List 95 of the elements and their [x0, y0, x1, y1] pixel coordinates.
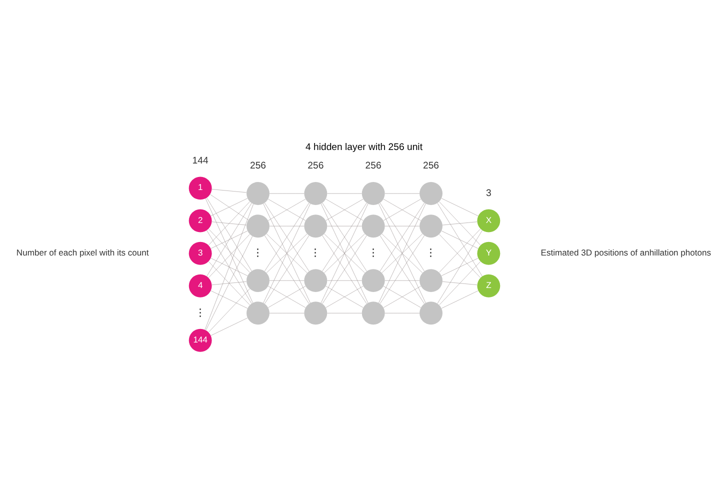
node-circle [420, 182, 442, 205]
node-circle [304, 182, 328, 205]
node-circle: 1 [188, 176, 212, 200]
connector [206, 236, 253, 330]
connector [320, 203, 368, 303]
diagram-title: 4 hidden layer with 256 unit [306, 141, 422, 152]
connector [205, 198, 253, 302]
connector [269, 312, 304, 313]
connector [439, 228, 481, 272]
label: 256 [365, 160, 382, 172]
connector [208, 261, 250, 305]
connector [437, 230, 482, 304]
connector [264, 202, 310, 271]
connector [268, 198, 306, 220]
connector [382, 233, 423, 272]
label: ⋮ [426, 246, 437, 259]
connector [383, 285, 421, 308]
connector [208, 288, 250, 332]
label: 3 [486, 187, 492, 198]
label: Estimated 3D positions of anhillation photons [540, 246, 712, 257]
connector [384, 312, 420, 313]
connector [442, 290, 478, 308]
label: 144 [192, 154, 208, 166]
connector [326, 285, 364, 308]
connector [380, 234, 424, 304]
label: ⋮ [368, 246, 379, 259]
connector [442, 221, 478, 225]
connector [442, 280, 478, 285]
connector [442, 198, 478, 216]
connector [210, 198, 248, 216]
label: 256 [422, 160, 440, 172]
node-circle: Y [477, 241, 500, 264]
node-circle: 4 [188, 274, 212, 297]
connector [322, 234, 367, 304]
node-circle [362, 182, 385, 205]
connector [326, 198, 364, 220]
connector [439, 260, 481, 304]
label: ⋮ [194, 306, 206, 318]
connector [210, 230, 248, 248]
node-circle [246, 214, 270, 238]
node-circle [246, 268, 270, 292]
node-circle [304, 268, 328, 292]
node-circle [362, 268, 385, 292]
node-circle [304, 214, 328, 238]
connector [378, 203, 426, 303]
connector [380, 202, 424, 271]
label: ⋮ [252, 246, 264, 259]
connector [439, 201, 481, 245]
node-circle [420, 214, 442, 238]
connector [439, 234, 481, 278]
connector [210, 194, 248, 220]
connector [204, 204, 254, 330]
connector [327, 225, 362, 226]
label: 256 [250, 160, 266, 172]
connector [210, 290, 248, 308]
label: Number of each pixel with its count [16, 246, 149, 257]
label: ⋮ [310, 246, 322, 259]
connector [268, 285, 306, 308]
connector [264, 234, 310, 304]
connector [384, 192, 420, 194]
connector [210, 258, 248, 276]
node-circle [420, 268, 442, 292]
node-circle [362, 214, 385, 238]
node-circle: Z [477, 274, 500, 297]
connector [208, 234, 250, 278]
connector [327, 312, 362, 313]
node-circle [304, 301, 328, 324]
connector [269, 225, 304, 226]
connector [208, 228, 250, 272]
node-circle [246, 182, 270, 205]
node-circle: X [477, 208, 500, 232]
connector [383, 198, 421, 220]
connector [206, 230, 252, 304]
connector [210, 317, 248, 336]
connector [442, 230, 478, 248]
node-circle [246, 301, 270, 324]
connector [437, 202, 482, 276]
connector [266, 233, 308, 272]
label: 256 [308, 160, 324, 172]
connector [269, 192, 304, 194]
node-circle: 144 [188, 328, 212, 352]
connector [263, 203, 310, 303]
connector [212, 188, 247, 192]
node-circle [362, 301, 385, 324]
node-circle: 3 [188, 241, 212, 264]
connector [322, 202, 367, 271]
node-circle [420, 301, 442, 324]
connector [324, 233, 365, 272]
connector [208, 201, 250, 245]
connector [212, 280, 247, 285]
connector [442, 258, 478, 276]
connector [384, 225, 420, 226]
connector [327, 192, 362, 194]
node-circle: 2 [188, 208, 212, 232]
connector [212, 221, 247, 225]
